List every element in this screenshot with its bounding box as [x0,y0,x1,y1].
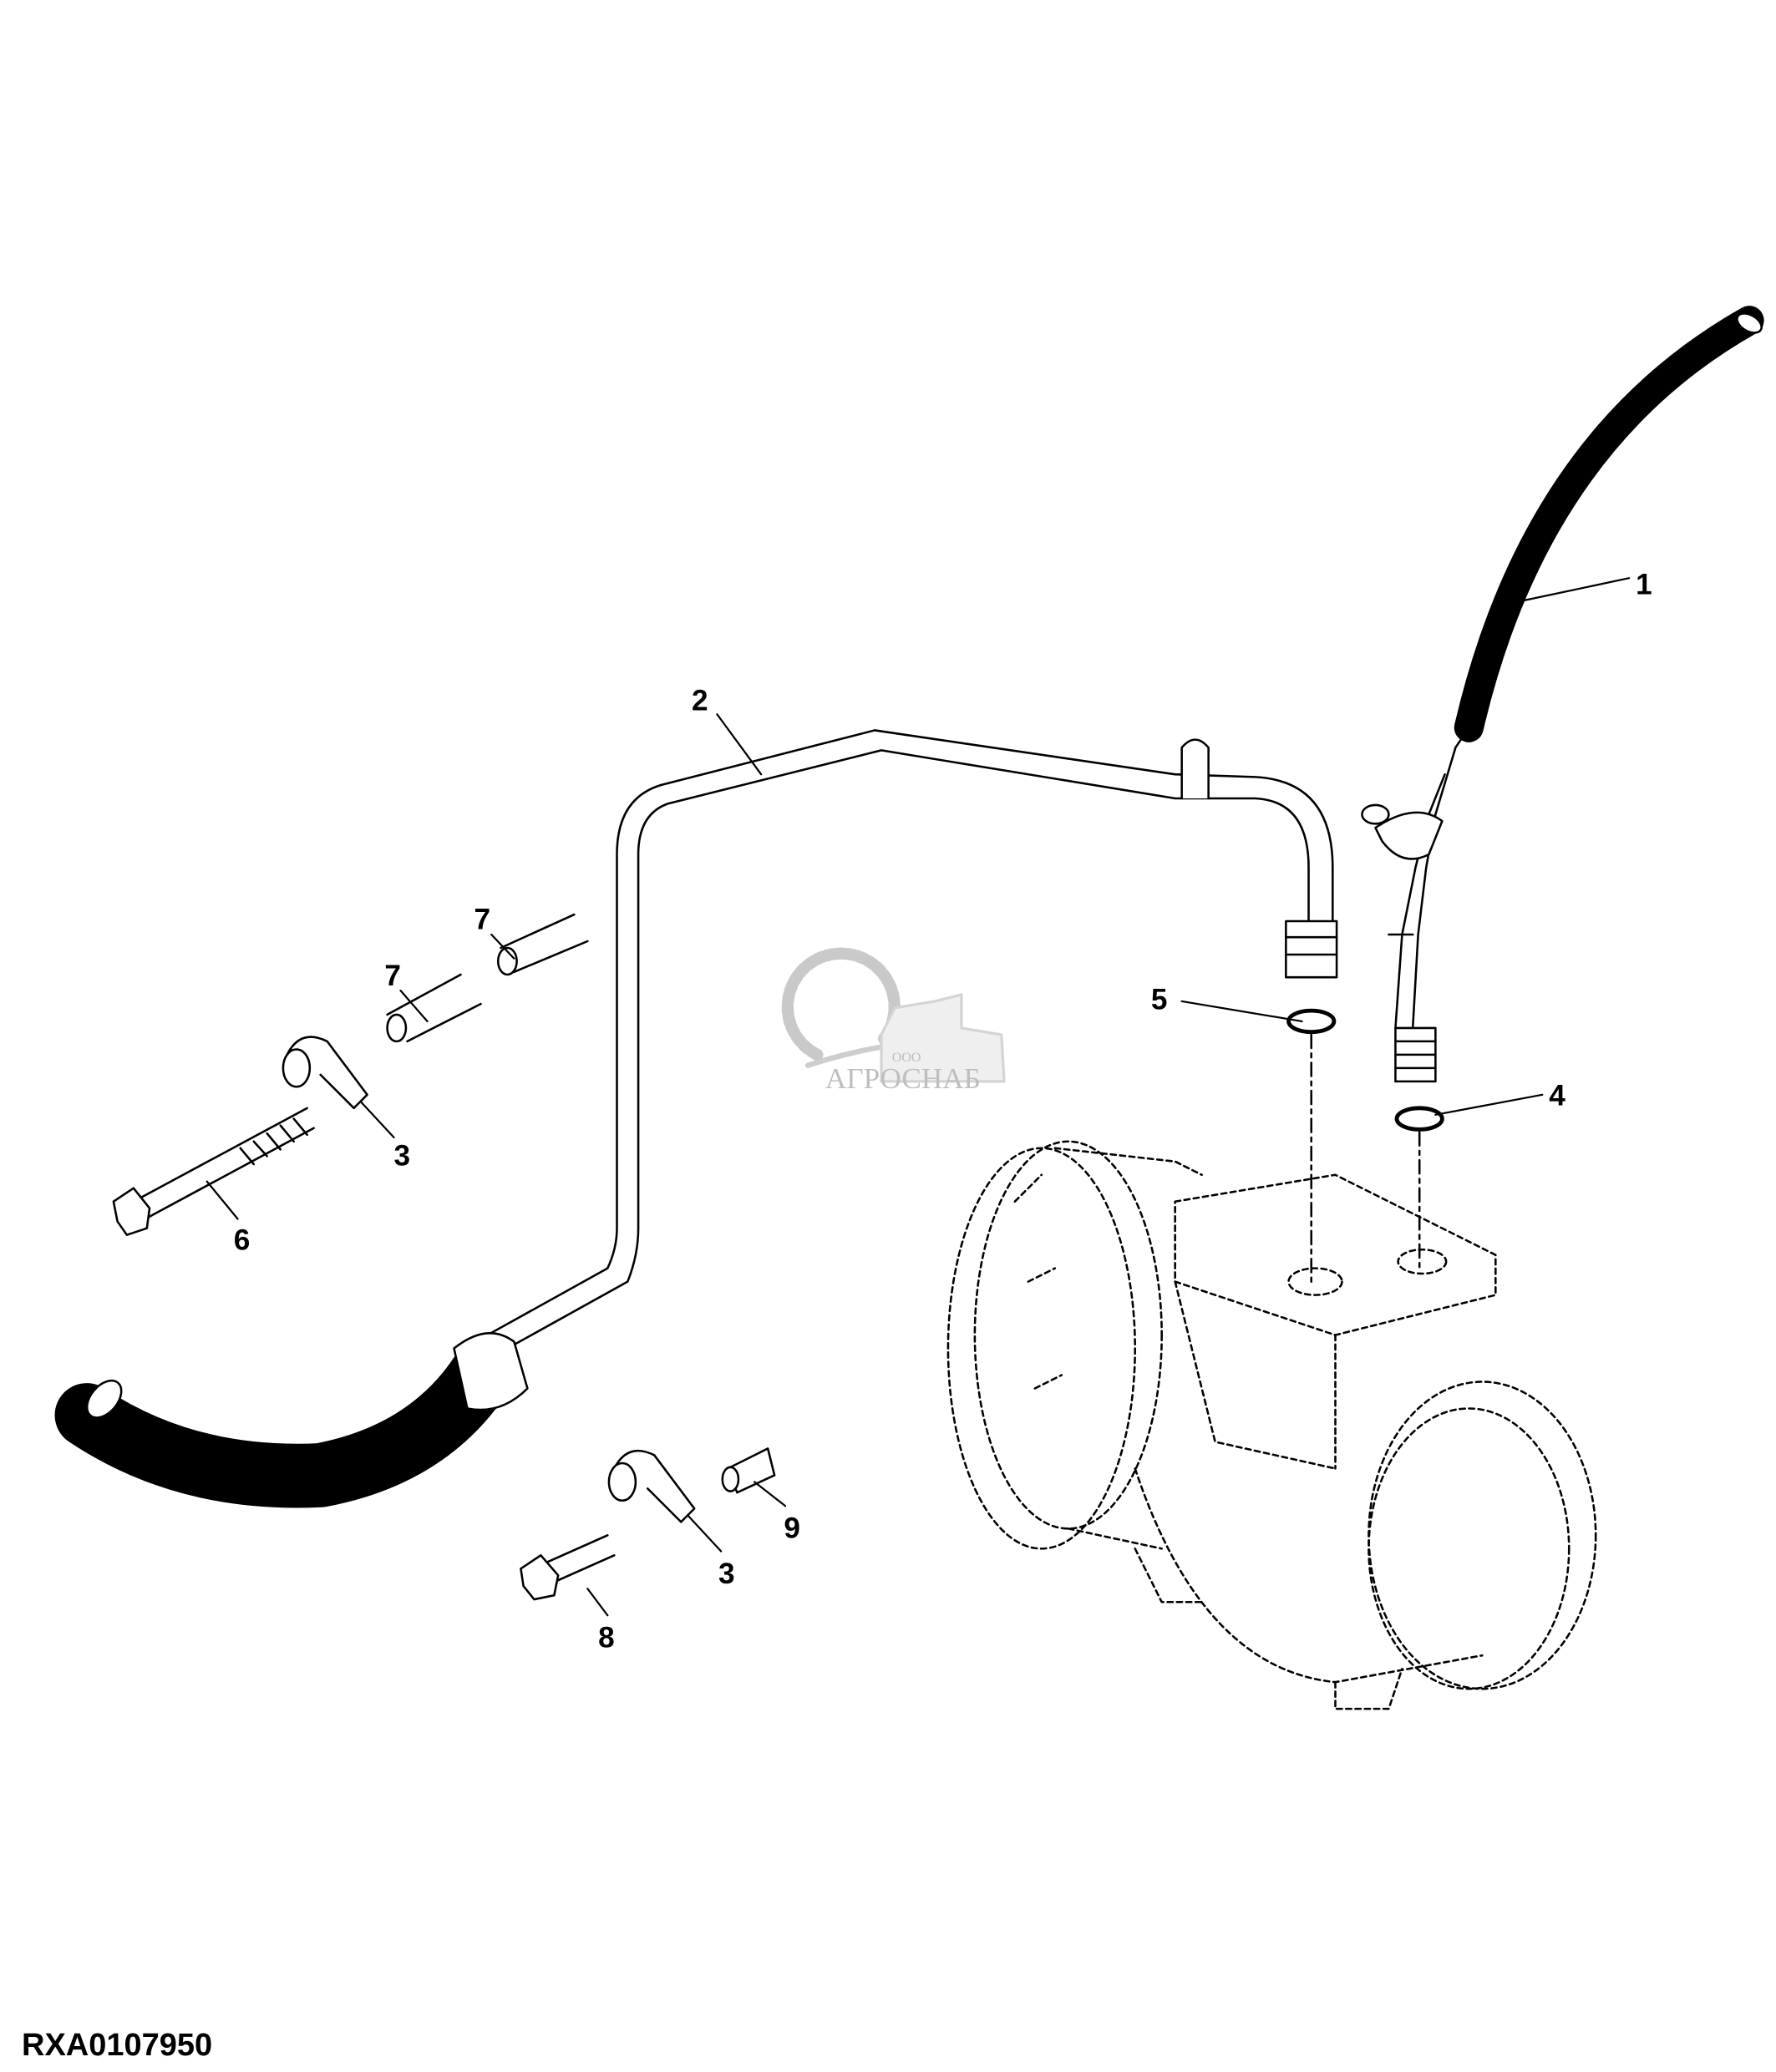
callout-3a: 3 [394,1140,411,1173]
callout-9: 9 [784,1512,800,1545]
callout-5: 5 [1151,984,1168,1016]
clamp-assembly-lower [520,1447,776,1601]
callout-2: 2 [692,684,708,717]
callout-8: 8 [598,1622,615,1654]
callout-4: 4 [1549,1080,1565,1112]
part-1-hose [1361,306,1764,1083]
callout-3b: 3 [718,1558,735,1590]
leader-lines [206,577,1631,1617]
compressor [946,1140,1597,1710]
agrosnab-watermark-logo: ООО АГРОСНАБ [781,947,1006,1095]
callout-6: 6 [234,1223,251,1256]
clamp-assembly-upper [112,913,589,1236]
callout-7a: 7 [384,960,401,992]
callout-1: 1 [1636,568,1652,600]
svg-text:ООО: ООО [892,1051,921,1065]
part-2-tube [486,729,1338,1350]
svg-text:АГРОСНАБ: АГРОСНАБ [825,1062,981,1095]
callout-7b: 7 [474,904,490,936]
figure-id: RXA0107950 [22,2028,213,2063]
part-5-o-ring [1286,1008,1337,1035]
part-4-o-ring [1394,1106,1444,1132]
lower-hose [54,1332,529,1508]
